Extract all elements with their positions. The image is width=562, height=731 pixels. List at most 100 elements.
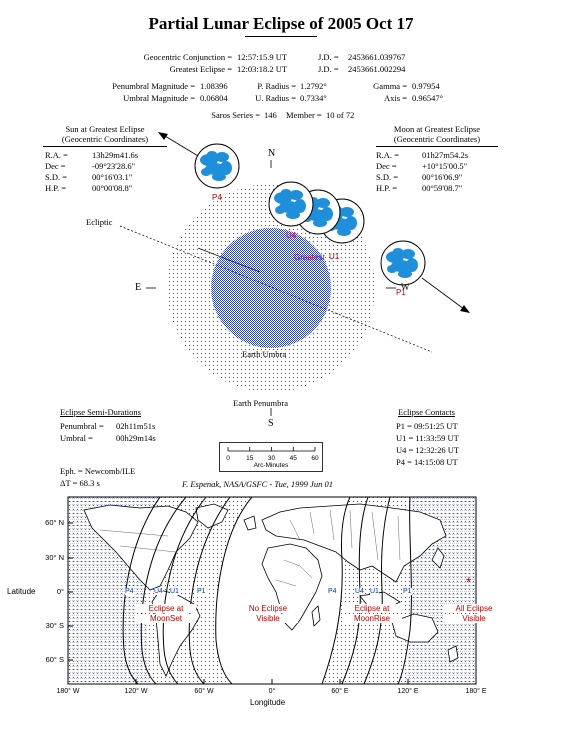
- contact-row: U4 = 12:32:26 UT: [396, 445, 460, 455]
- moon-path-line: [197, 247, 261, 273]
- map-tick-marks: [67, 522, 477, 684]
- contact-row: P1 = 09:51:25 UT: [396, 421, 458, 431]
- u-radius-label: U. Radius =: [255, 93, 296, 103]
- moon-coord-value: 00°59'08.7": [422, 183, 463, 193]
- latitude-tick-label: 60° N: [45, 518, 64, 527]
- scale-tick-label: 15: [246, 455, 254, 462]
- member-value: 10 of 72: [326, 110, 355, 120]
- longitude-tick-label: 0°: [268, 688, 276, 695]
- west-curve-label: U1: [170, 588, 179, 595]
- sun-rule: [43, 146, 167, 147]
- semi-duration-label: Umbral =: [60, 433, 93, 443]
- australia-outline: [391, 613, 439, 643]
- latitude-tick-label: 0°: [56, 587, 64, 596]
- delta-t: ΔT = 68.3 s: [60, 478, 100, 488]
- moon-u4: [268, 181, 314, 227]
- uk-outline: [243, 515, 257, 531]
- sun-coord-value: -09°23'28.6": [92, 161, 136, 171]
- u1-contact-label: U1: [329, 252, 340, 261]
- east-curve-label: P1: [403, 588, 412, 595]
- moon-p1: [380, 240, 426, 286]
- axis-value: 0.96547°: [412, 93, 444, 103]
- moon-heading: Moon at Greatest Eclipse: [393, 124, 481, 134]
- contact-row: P4 = 14:15:08 UT: [396, 457, 458, 467]
- p-radius-label: P. Radius =: [257, 81, 296, 91]
- longitude-tick-label: 60° W: [194, 688, 214, 695]
- ecliptic-line: [119, 225, 433, 353]
- sun-coord-label: R.A. =: [45, 150, 68, 160]
- credit: F. Espenak, NASA/GSFC - Tue, 1999 Jun 01: [182, 479, 333, 489]
- greatest-contact-label: Greatest: [294, 253, 325, 262]
- title-rule: [245, 36, 317, 37]
- moon-coord-label: Dec =: [376, 161, 397, 171]
- moon-p4: [194, 143, 240, 189]
- moon-coord-value: 01h27m54.2s: [422, 150, 469, 160]
- zone-label-line2: Visible: [238, 614, 298, 623]
- umb-mag-label: Umbral Magnitude =: [123, 93, 195, 103]
- saros-value: 146: [264, 110, 277, 120]
- madagascar-outline: [311, 605, 321, 627]
- penumbra-label: Earth Penumbra: [233, 398, 288, 408]
- japan-outline: [431, 547, 445, 569]
- moon-rule: [376, 146, 498, 147]
- longitude-tick-label: 120° W: [124, 688, 148, 695]
- ecliptic-label: Ecliptic: [86, 217, 113, 227]
- latitude-tick-label: 30° N: [45, 553, 64, 562]
- scale-tick-label: 30: [268, 455, 276, 462]
- continent-outlines: [83, 503, 459, 677]
- sun-coord-label: Dec =: [45, 161, 66, 171]
- longitude-tick-label: 120° E: [397, 688, 419, 695]
- sun-coord-value: 00°00'08.8": [92, 183, 133, 193]
- pen-mag-label: Penumbral Magnitude =: [112, 81, 195, 91]
- sun-coord-label: H.P. =: [45, 183, 67, 193]
- geo-conj-value: 12:57:15.9 UT: [237, 52, 288, 62]
- moon-coord-label: S.D. =: [376, 172, 399, 182]
- east-label: E: [135, 282, 142, 293]
- semi-duration-value: 00h29m14s: [116, 433, 156, 443]
- new-zealand-outline: [447, 645, 459, 663]
- zone-label-line1: Eclipse at: [136, 604, 196, 613]
- u-radius-value: 0.7334°: [300, 93, 327, 103]
- greatest-jd: 2453661.002294: [348, 64, 406, 74]
- latitude-tick-label: 60° S: [45, 655, 64, 664]
- eclipse-geometry-diagram: [119, 132, 470, 416]
- gamma-label: Gamma =: [373, 81, 407, 91]
- p4-contact-label: P4: [212, 193, 222, 202]
- africa-outline: [261, 543, 323, 631]
- zone-label-line1: No Eclipse: [238, 604, 298, 613]
- geo-conj-jd-label: J.D. =: [318, 52, 339, 62]
- semi-durations-heading: Eclipse Semi-Durations: [60, 407, 141, 417]
- geo-conj-jd: 2453661.039767: [348, 52, 406, 62]
- latitude-axis-label: Latitude: [7, 587, 36, 596]
- country-borders: [99, 509, 401, 587]
- moon-coord-label: R.A. =: [376, 150, 399, 160]
- zone-label-line1: Eclipse at: [342, 604, 402, 613]
- contact-curves: [122, 497, 412, 684]
- north-america-outline: [83, 504, 199, 591]
- east-curve-label: P4: [328, 588, 337, 595]
- semi-duration-label: Penumbral =: [60, 421, 104, 431]
- longitude-tick-label: 60° E: [331, 688, 349, 695]
- scale-tick-label: 45: [290, 455, 298, 462]
- moon-coord-value: 00°16'06.9": [422, 172, 463, 182]
- eurasia-outline: [261, 503, 447, 583]
- sun-coord-label: S.D. =: [45, 172, 68, 182]
- sun-coord-value: 13h29m41.6s: [92, 150, 139, 160]
- longitude-tick-label: 180° E: [465, 688, 487, 695]
- scale-label: Arc-Minutes: [253, 462, 289, 469]
- north-label: N: [268, 148, 276, 159]
- page-title: Partial Lunar Eclipse of 2005 Oct 17: [148, 14, 414, 33]
- west-label: W: [401, 282, 410, 292]
- member-label: Member =: [286, 110, 322, 120]
- zone-label-line1: All Eclipse: [444, 604, 504, 613]
- saros-label: Saros Series =: [211, 110, 260, 120]
- semi-duration-value: 02h11m51s: [116, 421, 156, 431]
- axis-label: Axis =: [384, 93, 407, 103]
- gamma-value: 0.97954: [412, 81, 440, 91]
- scale-tick-label: 60: [311, 455, 319, 462]
- sun-direction-arrowhead: [158, 132, 168, 140]
- greatest-jd-label: J.D. =: [318, 64, 339, 74]
- geo-conj-label: Geocentric Conjunction =: [143, 52, 232, 62]
